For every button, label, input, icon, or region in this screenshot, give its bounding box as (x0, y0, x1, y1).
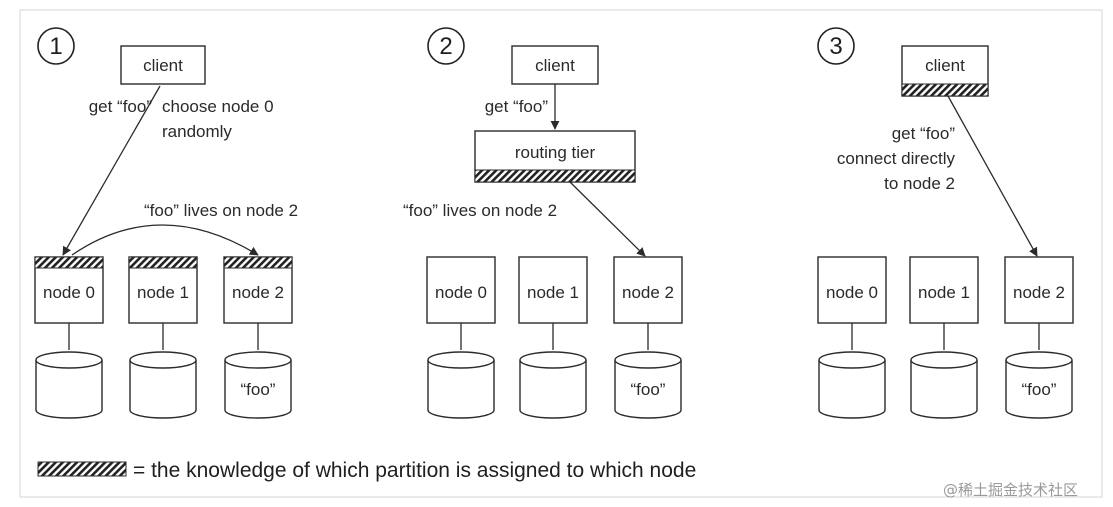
node-label: node 1 (918, 283, 970, 302)
disk-node-2: “foo” (614, 351, 682, 419)
partition-knowledge-marker (901, 83, 989, 97)
direct-note-line-1: get “foo” (892, 124, 956, 143)
node-label: node 2 (1013, 283, 1065, 302)
direct-note-line-2: connect directly (837, 149, 956, 168)
partition-knowledge-marker (128, 256, 198, 269)
direct-request-arrow (947, 95, 1038, 257)
forward-label: “foo” lives on node 2 (144, 201, 298, 220)
node-label: node 1 (137, 283, 189, 302)
watermark: @稀土掘金技术社区 (943, 481, 1078, 499)
step-badge: 1 (37, 27, 75, 65)
disk-node-0 (818, 351, 886, 419)
forward-arrow (569, 181, 646, 257)
step-number: 2 (439, 33, 452, 60)
routing-tier-label: routing tier (515, 143, 596, 162)
forward-label: “foo” lives on node 2 (403, 201, 557, 220)
request-arrow (62, 85, 161, 256)
node-2: node 2 (1004, 256, 1074, 324)
node-label: node 1 (527, 283, 579, 302)
node-label: node 2 (232, 283, 284, 302)
request-label: get “foo” (89, 97, 153, 116)
forward-arrow (71, 224, 259, 256)
node-1: node 1 (518, 256, 588, 324)
routing-tier-box: routing tier (474, 130, 636, 183)
partition-knowledge-marker (474, 169, 636, 183)
request-label: get “foo” (485, 97, 549, 116)
panel-3: 3 client get “foo” connect directly to n… (817, 27, 1074, 419)
node-label: node 0 (826, 283, 878, 302)
disk-label: “foo” (1022, 380, 1057, 399)
disk-node-0 (427, 351, 495, 419)
routing-note-line-1: choose node 0 (162, 97, 274, 116)
node-0: node 0 (34, 256, 104, 324)
node-1: node 1 (909, 256, 979, 324)
disk-node-2: “foo” (224, 351, 292, 419)
node-label: node 0 (43, 283, 95, 302)
disk-label: “foo” (631, 380, 666, 399)
routing-note-line-2: randomly (162, 122, 232, 141)
outer-frame (19, 9, 1103, 498)
disk-node-1 (129, 351, 197, 419)
client-label: client (925, 56, 965, 75)
disk-label: “foo” (241, 380, 276, 399)
panel-2: 2 client get “foo” routing tier “foo” li… (403, 27, 683, 419)
partition-knowledge-marker (223, 256, 293, 269)
step-number: 3 (829, 33, 842, 60)
direct-note-line-3: to node 2 (884, 174, 955, 193)
node-label: node 0 (435, 283, 487, 302)
client-label: client (535, 56, 575, 75)
node-0: node 0 (817, 256, 887, 324)
disk-node-1 (519, 351, 587, 419)
node-0: node 0 (426, 256, 496, 324)
node-label: node 2 (622, 283, 674, 302)
step-badge: 2 (427, 27, 465, 65)
disk-node-1 (910, 351, 978, 419)
client-box: client (511, 45, 599, 85)
client-box: client (901, 45, 989, 97)
legend-hatch-swatch (37, 461, 127, 477)
step-number: 1 (49, 33, 62, 60)
legend-text: = the knowledge of which partition is as… (133, 459, 696, 482)
client-label: client (143, 56, 183, 75)
step-badge: 3 (817, 27, 855, 65)
node-2: node 2 (223, 256, 293, 324)
node-1: node 1 (128, 256, 198, 324)
node-2: node 2 (613, 256, 683, 324)
disk-node-0 (35, 351, 103, 419)
partition-knowledge-marker (34, 256, 104, 269)
client-box: client (120, 45, 206, 85)
legend: = the knowledge of which partition is as… (37, 459, 696, 482)
disk-node-2: “foo” (1005, 351, 1073, 419)
panel-1: 1 client get “foo” choose node 0 randoml… (34, 27, 298, 419)
